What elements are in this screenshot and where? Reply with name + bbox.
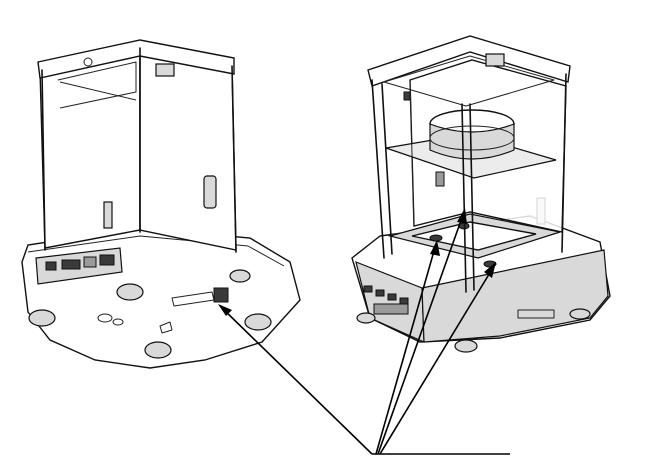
connector-port-2 — [61, 259, 81, 270]
connector-port-1 — [45, 261, 57, 271]
bottom-view-foot-5 — [229, 269, 251, 283]
front-view-load-groove — [429, 125, 515, 151]
front-view-key-1 — [363, 285, 373, 293]
bottom-view-underside-socket — [213, 287, 229, 303]
bottom-view-shield-side-panel — [139, 47, 237, 251]
bottom-view-door-handle — [203, 175, 217, 209]
front-view-side-vent — [517, 309, 555, 319]
balance-bottom-view — [21, 39, 301, 369]
bottom-view-foot-4 — [244, 313, 272, 331]
bottom-view-top-handle — [155, 63, 175, 77]
front-view-load-body — [429, 123, 515, 160]
bottom-view-shield-post-left — [41, 69, 46, 251]
front-view-load-stem — [435, 171, 445, 187]
arrowhead-pan-hole-center — [457, 208, 467, 224]
bottom-view-shield-post-right — [231, 65, 237, 253]
leader-pan-hole-center — [377, 211, 465, 455]
front-view-post-front-mid2 — [469, 103, 475, 291]
front-view-base-side — [421, 249, 609, 343]
front-view-foot-1 — [356, 312, 376, 324]
front-view-foot-3 — [569, 308, 591, 320]
bottom-view-rail — [59, 81, 137, 101]
leader-pan-hole-left — [375, 243, 437, 455]
leader-bottom-socket — [219, 305, 373, 455]
front-view-key-2 — [375, 289, 385, 297]
front-view-pan-plate — [411, 221, 537, 251]
bottom-view-foot-1 — [28, 309, 56, 327]
arrowhead-pan-hole-left — [430, 240, 440, 256]
front-view-top-latch — [403, 91, 411, 101]
bottom-view-shield-back-panel — [39, 47, 141, 249]
balance-front-view — [351, 35, 611, 353]
bottom-view-hole-2 — [112, 318, 124, 326]
front-view-post-back-left — [409, 81, 415, 227]
front-view-top-handle — [485, 53, 505, 67]
connector-port-4 — [99, 254, 115, 266]
bottom-view-shield-inner-frame — [57, 61, 137, 109]
front-view-pan-support-left — [429, 234, 443, 242]
bottom-view-shield-top — [37, 39, 235, 79]
front-view-shield-top-inner — [383, 55, 555, 107]
front-view-post-back-right — [561, 73, 567, 253]
front-view-key-4 — [399, 297, 409, 305]
arrowhead-bottom-socket — [218, 304, 232, 316]
callout-leaders — [218, 208, 510, 455]
front-view-key-3 — [387, 293, 397, 301]
bottom-view-post — [103, 201, 113, 229]
arrowhead-pan-hole-right — [484, 262, 496, 278]
front-view-display — [373, 303, 409, 315]
front-view-post-front-left — [371, 79, 385, 259]
bottom-view-top-screw — [83, 57, 93, 67]
front-view-foot-2 — [454, 339, 478, 353]
bottom-view-foot-2 — [116, 283, 144, 301]
front-view-post-front-inner — [381, 83, 393, 255]
front-view-post-front-mid — [461, 103, 467, 293]
leader-pan-hole-right — [379, 265, 495, 455]
bottom-view-hole-1 — [97, 313, 113, 323]
connector-port-3 — [83, 256, 97, 268]
bottom-view-foot-3 — [144, 341, 172, 359]
bottom-view-hook-mark — [159, 321, 173, 334]
